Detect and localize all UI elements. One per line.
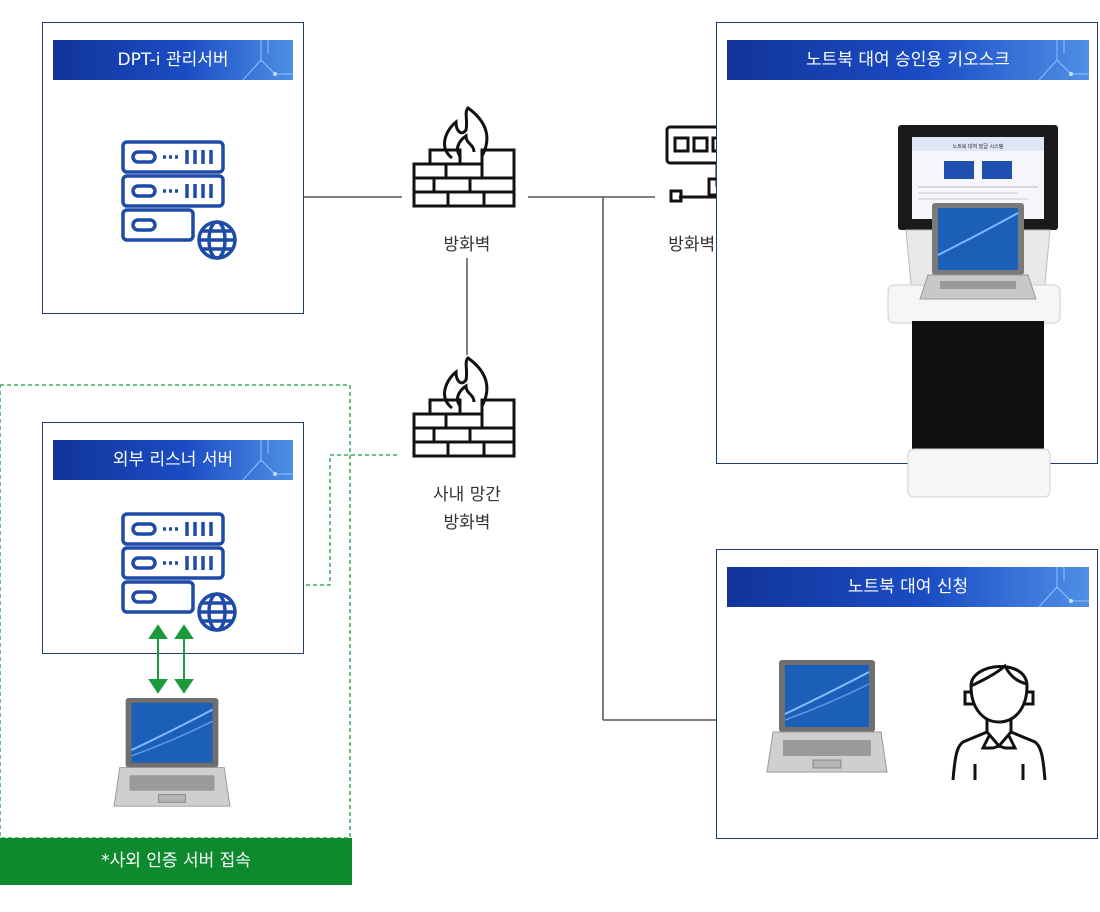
listener-server-globe-icon bbox=[121, 512, 237, 632]
firewall-icon bbox=[412, 106, 516, 208]
external-laptop-icon bbox=[113, 698, 231, 807]
application-panel: 노트북 대여 신청 bbox=[716, 549, 1098, 839]
listener-server-title: 외부 리스너 서버 bbox=[112, 450, 234, 470]
firewall-label: 방화벽 bbox=[443, 235, 491, 255]
circuit-decoration-icon bbox=[242, 40, 293, 80]
management-server-panel: DPT-i 관리서버 bbox=[42, 22, 304, 314]
external-zone-footer: *사외 인증 서버 접속 bbox=[0, 838, 352, 885]
person-icon bbox=[951, 663, 1047, 781]
internal-firewall-label-line2: 방화벽 bbox=[443, 513, 491, 533]
laptop-icon bbox=[766, 660, 888, 773]
line-listener-internal-firewall bbox=[306, 454, 400, 586]
management-server-title: DPT-i 관리서버 bbox=[117, 50, 229, 70]
circuit-decoration-icon bbox=[242, 440, 293, 480]
circuit-decoration-icon bbox=[1038, 567, 1089, 607]
kiosk-title: 노트북 대여 승인용 키오스크 bbox=[806, 50, 1010, 70]
kiosk-icon: 노트북 대여 발급 시스템 bbox=[887, 125, 1061, 498]
internal-firewall-icon bbox=[412, 356, 516, 458]
listener-server-banner: 외부 리스너 서버 bbox=[53, 440, 293, 480]
server-globe-icon bbox=[121, 140, 237, 260]
management-server-banner: DPT-i 관리서버 bbox=[53, 40, 293, 80]
circuit-decoration-icon bbox=[1038, 40, 1089, 80]
external-zone-border bbox=[0, 384, 351, 839]
kiosk-screen-title: 노트북 대여 발급 시스템 bbox=[953, 143, 1004, 150]
bidirectional-arrow-icon bbox=[148, 624, 194, 694]
application-title: 노트북 대여 신청 bbox=[847, 577, 969, 597]
application-banner: 노트북 대여 신청 bbox=[727, 567, 1089, 607]
kiosk-banner: 노트북 대여 승인용 키오스크 bbox=[727, 40, 1089, 80]
listener-server-panel: 외부 리스너 서버 bbox=[42, 422, 304, 654]
internal-firewall-label-line1: 사내 망간 bbox=[433, 485, 501, 505]
